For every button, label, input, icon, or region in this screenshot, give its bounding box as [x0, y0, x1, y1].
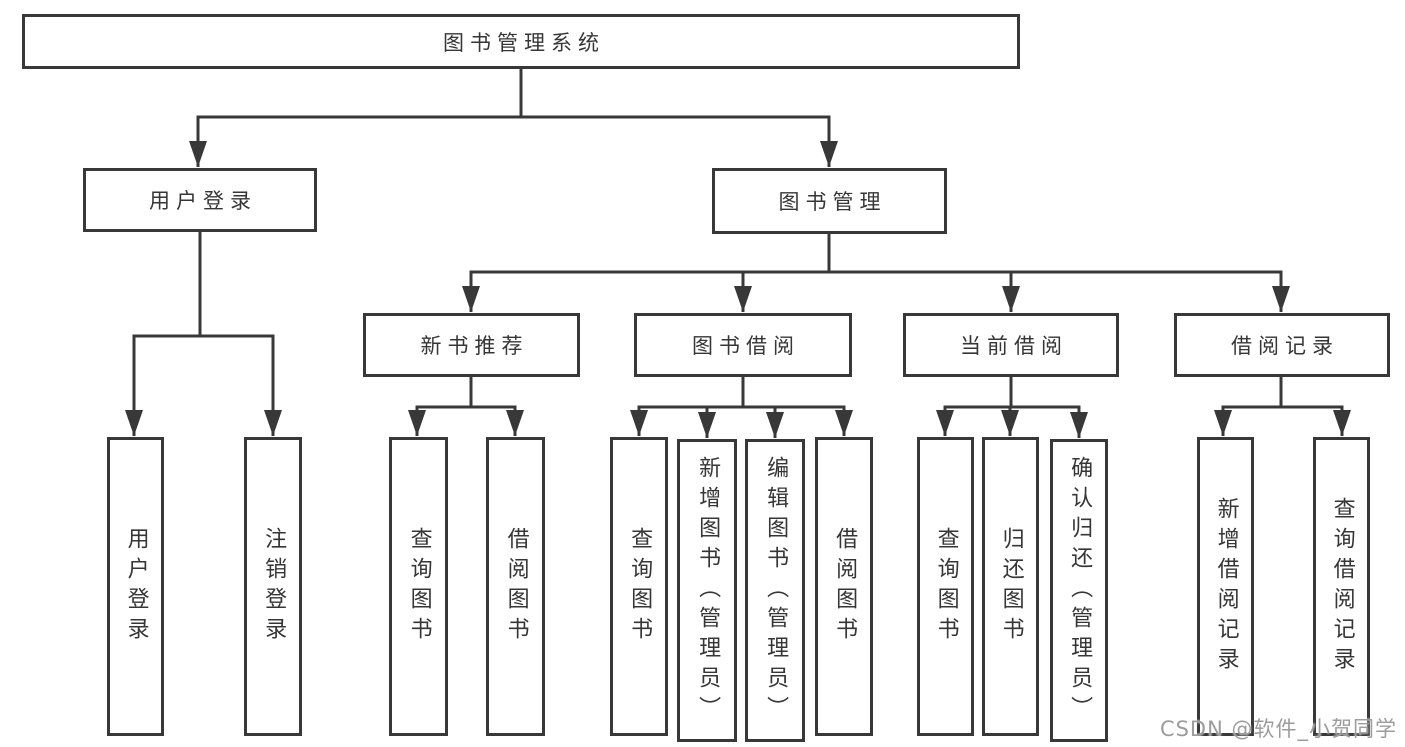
edges-root-to-level2 [189, 69, 838, 167]
node-user-login: 用户登录 [83, 168, 317, 232]
leaf-add-borrow-record: 新增借阅记录 [1197, 437, 1254, 736]
edges-new-book-branch [408, 376, 524, 436]
leaf-query-books-2: 查询图书 [610, 437, 668, 736]
leaf-edit-books-admin: 编辑图书（管理员） [745, 439, 805, 742]
node-new-book-recommendation: 新书推荐 [363, 313, 580, 377]
leaf-query-books-3: 查询图书 [917, 437, 974, 736]
leaf-borrow-books-1: 借阅图书 [486, 437, 545, 736]
leaf-confirm-return-admin: 确认归还（管理员） [1050, 439, 1108, 742]
node-book-management: 图书管理 [712, 168, 947, 234]
leaf-return-books: 归还图书 [982, 437, 1039, 736]
edges-book-management-to-level3 [462, 233, 1290, 312]
leaf-add-books-admin: 新增图书（管理员） [677, 439, 737, 742]
node-borrowing-records: 借阅记录 [1174, 313, 1390, 377]
edges-user-login-branch [125, 231, 282, 436]
csdn-watermark: CSDN @软件_小贺同学 [1159, 717, 1397, 741]
leaf-user-login: 用户登录 [107, 437, 164, 736]
leaf-borrow-books-2: 借阅图书 [815, 437, 873, 736]
node-current-borrowing: 当前借阅 [903, 313, 1119, 377]
leaf-logout: 注销登录 [244, 437, 302, 736]
node-book-borrowing: 图书借阅 [634, 313, 852, 377]
node-library-management-system: 图书管理系统 [22, 14, 1020, 69]
edges-current-borrow-branch [936, 376, 1088, 438]
leaf-query-borrow-record: 查询借阅记录 [1313, 437, 1370, 736]
edges-borrow-records-branch [1214, 376, 1351, 436]
edges-book-borrow-branch [630, 376, 853, 438]
leaf-query-books-1: 查询图书 [389, 437, 448, 736]
